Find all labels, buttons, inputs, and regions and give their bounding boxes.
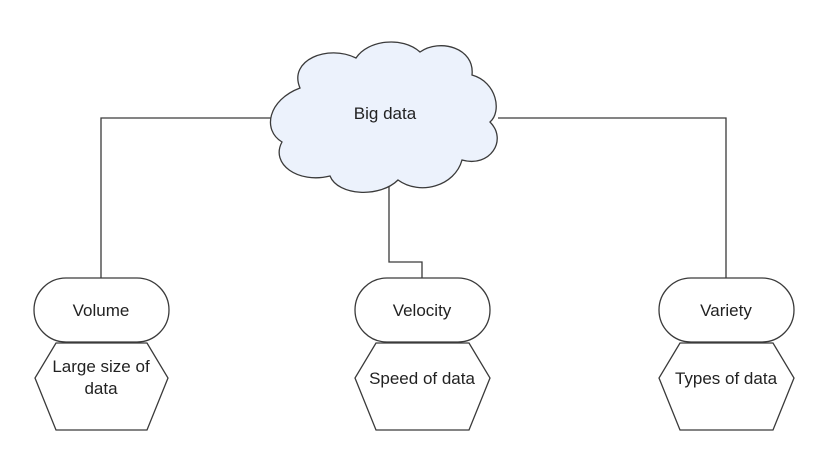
- connector-root-velocity: [388, 185, 423, 278]
- volume-title: Volume: [73, 301, 130, 320]
- volume-description-line-1: Large size of: [52, 357, 150, 376]
- variety-title: Variety: [700, 301, 752, 320]
- velocity-description-shape: [354, 342, 491, 431]
- volume-description-shape: [34, 342, 169, 431]
- variety-description-shape: [658, 342, 795, 431]
- velocity-title: Velocity: [393, 301, 452, 320]
- cloud-shape: [269, 41, 498, 193]
- velocity-description-line-1: Speed of data: [369, 369, 475, 388]
- velocity-title-shape: [354, 277, 491, 343]
- child-node-variety[interactable]: Variety Types of data: [658, 277, 795, 431]
- child-node-velocity[interactable]: Velocity Speed of data: [354, 277, 491, 431]
- root-label: Big data: [354, 104, 417, 123]
- connector-root-variety: [498, 117, 727, 278]
- volume-title-shape: [33, 277, 170, 343]
- connector-root-volume: [100, 117, 272, 278]
- root-node-big-data[interactable]: Big data: [269, 41, 498, 193]
- variety-title-shape: [658, 277, 795, 343]
- child-node-volume[interactable]: Volume Large size of data: [33, 277, 170, 431]
- volume-description-line-2: data: [84, 379, 118, 398]
- variety-description-line-1: Types of data: [675, 369, 778, 388]
